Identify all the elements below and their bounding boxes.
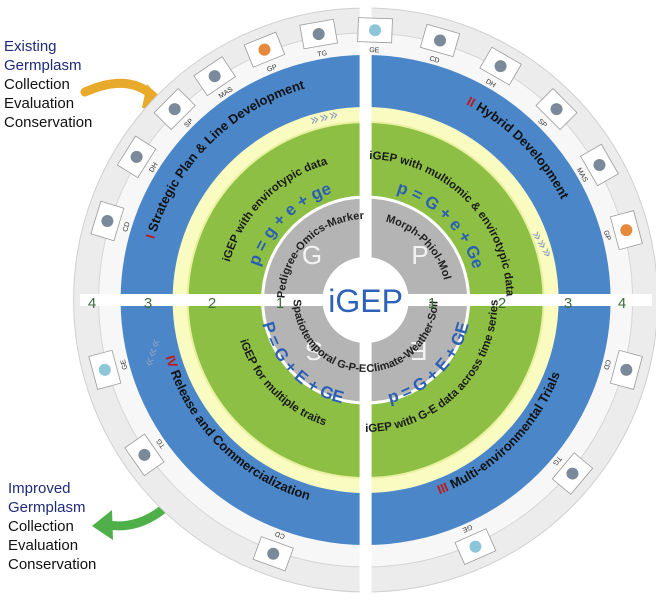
tool-thumb-tr-dh: DH <box>479 46 522 89</box>
existing-item-collection: Collection <box>4 76 70 93</box>
tool-label-tl-dh: DH <box>148 162 159 174</box>
ring-number-right-3: 3 <box>564 295 572 312</box>
existing-title-line2: Germplasm <box>4 57 82 74</box>
tool-label-tl-ge: GE <box>369 47 380 54</box>
existing-item-conservation: Conservation <box>4 114 93 131</box>
ring-number-right-4: 4 <box>618 295 626 312</box>
tool-label-tr-gp: GP <box>602 230 611 242</box>
tool-thumb-tr-gp: GP <box>602 210 643 251</box>
ring-number-left-1: 1 <box>276 295 284 312</box>
tool-thumb-tl-gp: GP <box>243 31 286 74</box>
improved-item-evaluation: Evaluation <box>8 537 79 554</box>
tool-label-tr-cd: CD <box>429 55 441 65</box>
component-letter-g: G <box>302 240 322 270</box>
tool-thumb-br-cd: CD <box>602 349 643 390</box>
ring-number-left-4: 4 <box>88 295 96 312</box>
tool-label-br-cd: CD <box>602 359 611 371</box>
improved-title-line2: Germplasm <box>8 499 86 516</box>
tool-thumb-tl-dh: DH <box>116 135 160 179</box>
improved-title-line1: Improved <box>8 480 71 497</box>
ring-number-left-3: 3 <box>144 295 152 312</box>
existing-title-line1: Existing <box>4 38 57 55</box>
tool-label-br-ge: GE <box>461 523 473 534</box>
ring-number-right-2: 2 <box>498 295 506 312</box>
improved-germplasm-label: Improved Germplasm Collection Evaluation… <box>8 479 96 574</box>
center-circle-top <box>322 257 409 343</box>
arrow-cycle-to-improved <box>92 500 173 540</box>
tool-label-br-tg: TG <box>551 454 563 466</box>
center-label: iGEP <box>328 283 403 319</box>
component-letter-s: S <box>305 336 322 366</box>
component-letter-p: P <box>411 240 428 270</box>
tool-thumb-tl-tg: TG <box>299 18 338 59</box>
existing-germplasm-label: Existing Germplasm Collection Evaluation… <box>4 37 92 132</box>
tool-thumb-bl-tg: TG <box>124 433 167 477</box>
tool-label-tr-sp: SP <box>536 118 548 130</box>
tool-thumb-tr-sp: SP <box>535 87 578 131</box>
tool-thumb-tl-ge: GE <box>357 17 393 54</box>
tool-label-bl-ge: GE <box>120 358 129 370</box>
tool-label-tl-cd: CD <box>122 221 132 233</box>
component-letter-e: E <box>410 336 427 366</box>
tool-label-tl-gp: GP <box>266 63 278 73</box>
tool-label-bl-cd: CD <box>274 529 286 539</box>
tool-label-tl-tg: TG <box>317 50 328 59</box>
tool-label-tr-dh: DH <box>484 78 496 89</box>
tool-thumb-tl-cd: CD <box>90 200 132 242</box>
ring-number-right-1: 1 <box>428 295 436 312</box>
tool-label-tl-sp: SP <box>183 118 195 130</box>
tool-thumb-bl-ge: GE <box>88 349 129 390</box>
tool-thumb-bl-cd: CD <box>252 529 294 572</box>
existing-item-evaluation: Evaluation <box>4 95 75 112</box>
tool-thumb-tr-cd: CD <box>419 23 461 65</box>
improved-item-collection: Collection <box>8 518 74 535</box>
tool-thumb-tl-sp: SP <box>153 87 196 131</box>
ring-numbers: 4 3 2 1 1 2 3 4 <box>88 295 626 312</box>
tool-thumb-br-ge: GE <box>454 523 497 566</box>
tool-thumb-br-tg: TG <box>551 452 594 495</box>
tool-label-bl-tg: TG <box>156 437 167 449</box>
ring-number-left-2: 2 <box>208 295 216 312</box>
improved-item-conservation: Conservation <box>8 556 97 573</box>
